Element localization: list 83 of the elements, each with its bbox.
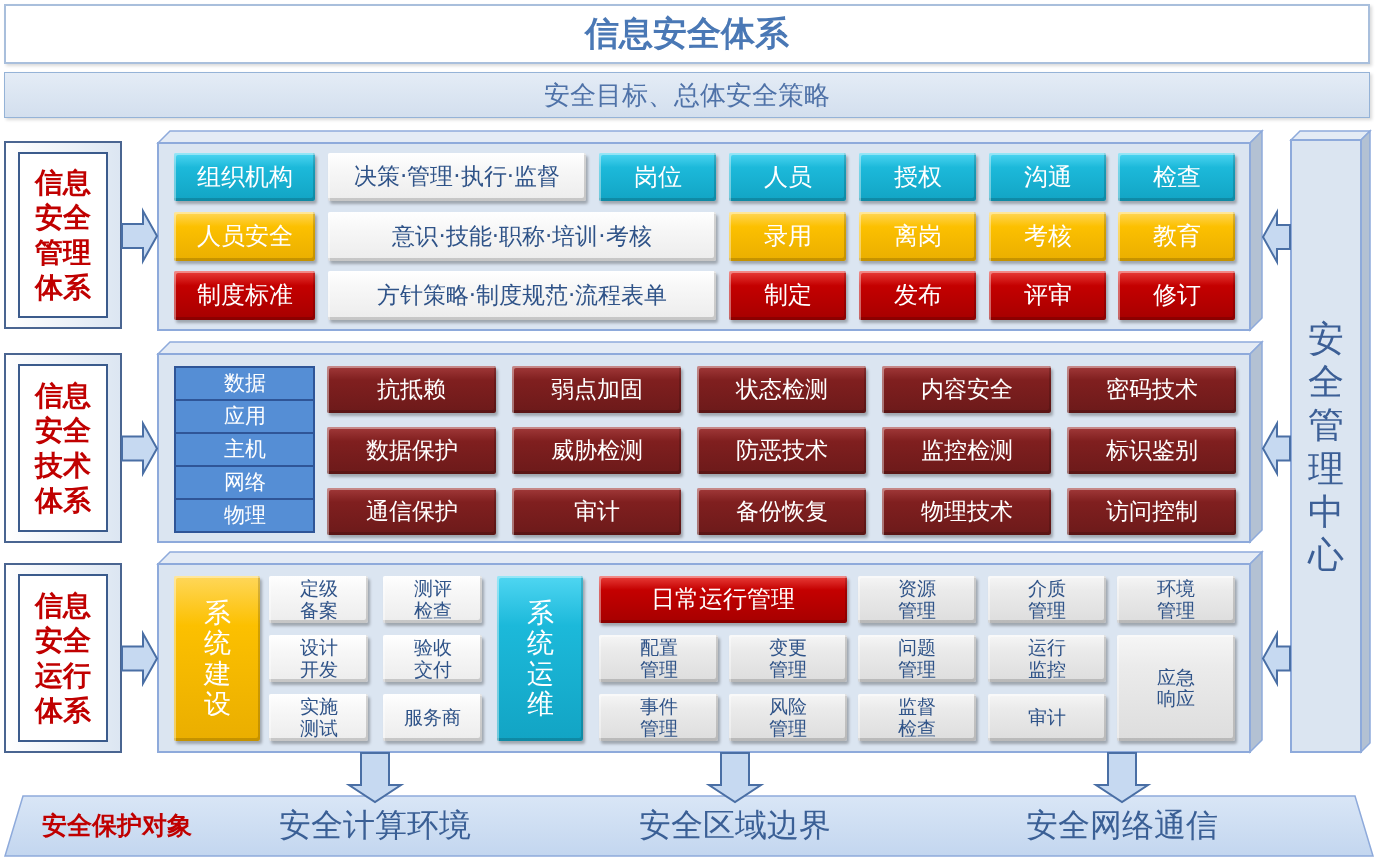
item-tile: 考核 — [989, 212, 1106, 261]
layer-tile: 应用 — [174, 399, 315, 434]
layer-tile: 网络 — [174, 465, 315, 500]
description-tile: 方针策略·制度规范·流程表单 — [328, 271, 716, 320]
item-tile: 授权 — [859, 153, 976, 201]
protected-object-label: 安全区域边界 — [625, 802, 845, 848]
task-tile: 定级备案 — [269, 576, 368, 623]
category-tile: 人员安全 — [174, 212, 315, 261]
description-tile: 意识·技能·职称·培训·考核 — [328, 212, 716, 261]
item-tile: 修订 — [1118, 271, 1235, 320]
task-tile: 测评检查 — [383, 576, 482, 623]
item-tile: 教育 — [1118, 212, 1235, 261]
protection-band — [4, 795, 1374, 857]
technology-tile: 标识鉴别 — [1067, 427, 1236, 474]
system-label-card — [4, 353, 122, 543]
task-tile: 监督检查 — [858, 694, 976, 741]
task-tile: 配置管理 — [599, 635, 718, 682]
task-tile: 环境管理 — [1117, 576, 1235, 623]
item-tile: 录用 — [729, 212, 846, 261]
strategy-banner: 安全目标、总体安全策略 — [4, 72, 1370, 118]
item-tile: 发布 — [859, 271, 976, 320]
protected-object-label: 安全计算环境 — [265, 802, 485, 848]
block-arrow — [121, 629, 159, 688]
task-tile: 实施测试 — [269, 694, 368, 741]
block-arrow — [1092, 752, 1152, 804]
layer-tile: 物理 — [174, 498, 315, 533]
task-tile: 验收交付 — [383, 635, 482, 682]
phase-tile: 系统建设 — [174, 576, 260, 741]
block-arrow — [121, 207, 159, 265]
task-tile: 运行监控 — [988, 635, 1106, 682]
technology-tile: 密码技术 — [1067, 366, 1236, 413]
layer-tile: 数据 — [174, 366, 315, 401]
system-label-card — [4, 141, 122, 329]
title-banner: 信息安全体系 — [4, 4, 1370, 64]
system-label-text: 信息安全管理体系 — [35, 165, 91, 305]
item-tile: 人员 — [729, 153, 846, 201]
task-tile: 设计开发 — [269, 635, 368, 682]
system-label-text: 信息安全运行体系 — [35, 588, 91, 728]
item-tile: 制定 — [729, 271, 846, 320]
technology-tile: 内容安全 — [882, 366, 1051, 413]
technology-tile: 弱点加固 — [512, 366, 681, 413]
technology-tile: 状态检测 — [697, 366, 866, 413]
task-tile: 变更管理 — [729, 635, 847, 682]
technology-tile: 物理技术 — [882, 488, 1051, 535]
block-arrow — [705, 752, 765, 804]
block-arrow — [121, 419, 159, 478]
system-label-card — [4, 563, 122, 753]
item-tile: 评审 — [989, 271, 1106, 320]
category-tile: 日常运行管理 — [599, 576, 847, 623]
task-tile: 应急响应 — [1117, 635, 1235, 741]
technology-tile: 监控检测 — [882, 427, 1051, 474]
layer-tile: 主机 — [174, 432, 315, 467]
description-tile: 决策·管理·执行·监督 — [328, 153, 586, 201]
item-tile: 沟通 — [989, 153, 1106, 201]
task-tile: 资源管理 — [858, 576, 976, 623]
item-tile: 离岗 — [859, 212, 976, 261]
block-arrow — [1261, 419, 1291, 478]
technology-tile: 通信保护 — [327, 488, 496, 535]
task-tile: 事件管理 — [599, 694, 718, 741]
task-tile: 服务商 — [383, 694, 482, 741]
technology-tile: 审计 — [512, 488, 681, 535]
category-tile: 制度标准 — [174, 271, 315, 320]
technology-tile: 抗抵赖 — [327, 366, 496, 413]
block-arrow — [345, 752, 405, 804]
task-tile: 问题管理 — [858, 635, 976, 682]
technology-tile: 备份恢复 — [697, 488, 866, 535]
band-title: 安全保护对象 — [42, 810, 192, 842]
technology-tile: 访问控制 — [1067, 488, 1236, 535]
phase-tile: 系统运维 — [497, 576, 583, 741]
technology-tile: 数据保护 — [327, 427, 496, 474]
protected-object-label: 安全网络通信 — [1012, 802, 1232, 848]
block-arrow — [1261, 629, 1291, 688]
block-arrow — [1261, 208, 1291, 266]
item-tile: 检查 — [1118, 153, 1235, 201]
column-title: 安全管理中心 — [1307, 316, 1344, 577]
task-tile: 审计 — [988, 694, 1106, 741]
system-label-text: 信息安全技术体系 — [35, 378, 91, 518]
task-tile: 介质管理 — [988, 576, 1106, 623]
item-tile: 岗位 — [599, 153, 716, 201]
technology-tile: 威胁检测 — [512, 427, 681, 474]
task-tile: 风险管理 — [729, 694, 847, 741]
category-tile: 组织机构 — [174, 153, 315, 201]
technology-tile: 防恶技术 — [697, 427, 866, 474]
